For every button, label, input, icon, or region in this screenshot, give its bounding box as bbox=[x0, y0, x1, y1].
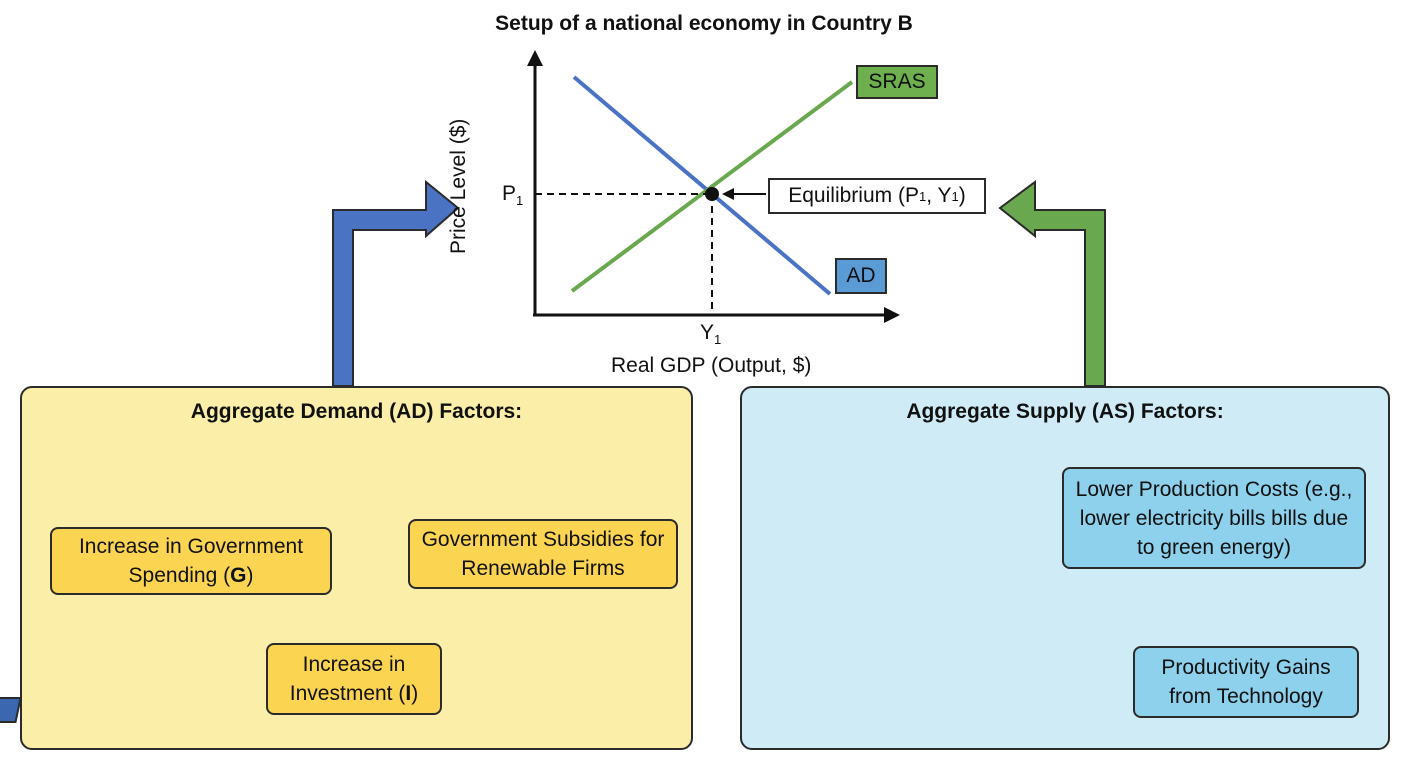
ad-label: AD bbox=[835, 258, 887, 294]
sras-curve bbox=[570, 80, 854, 293]
production-costs-box: Lower Production Costs (e.g., lower elec… bbox=[1062, 467, 1366, 569]
as-connector-arrow bbox=[998, 180, 1106, 387]
ad-panel-title: Aggregate Demand (AD) Factors: bbox=[190, 400, 523, 423]
page-title: Setup of a national economy in Country B bbox=[495, 12, 913, 35]
subsidies-box: Government Subsidies for Renewable Firms bbox=[408, 519, 678, 589]
y-axis-arrowhead bbox=[527, 50, 543, 66]
investment-box: Increase in Investment (I) bbox=[266, 643, 442, 715]
p1-label: P1 bbox=[502, 182, 524, 209]
x-axis-label: Real GDP (Output, $) bbox=[611, 354, 812, 377]
x-axis-arrowhead bbox=[884, 307, 900, 323]
as-panel-title: Aggregate Supply (AS) Factors: bbox=[906, 400, 1224, 423]
equilibrium-pointer-head bbox=[722, 188, 734, 200]
equilibrium-point bbox=[705, 187, 719, 201]
gov-spending-box: Increase in Government Spending (G) bbox=[50, 527, 332, 595]
y-axis-label: Price Level ($) bbox=[447, 118, 470, 254]
ad-curve bbox=[572, 75, 832, 296]
productivity-box: Productivity Gains from Technology bbox=[1133, 646, 1359, 718]
y1-label: Y1 bbox=[700, 321, 722, 348]
ad-connector-arrow bbox=[332, 179, 460, 387]
sras-label: SRAS bbox=[856, 65, 938, 99]
